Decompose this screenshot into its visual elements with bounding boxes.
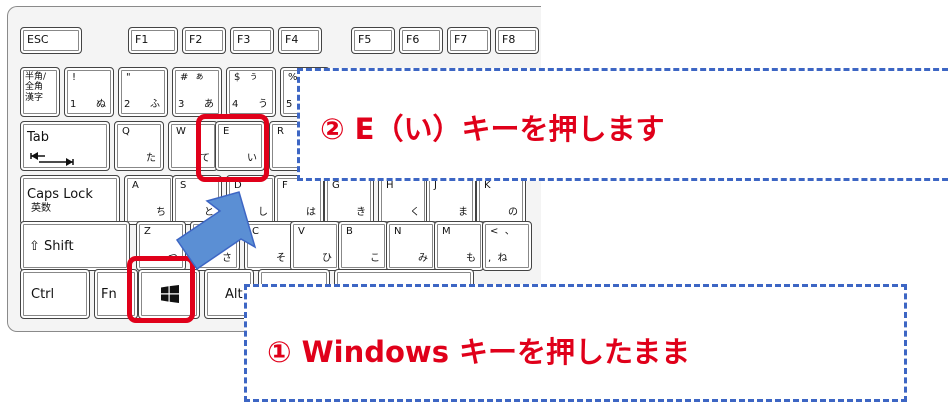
key-f4: F4: [278, 27, 322, 54]
key-windows: [138, 269, 200, 319]
windows-logo-icon: [161, 285, 179, 303]
tab-arrows-icon: [30, 152, 74, 166]
callout-step1-text: ① Windows キーを押したまま: [267, 335, 691, 369]
shift-arrow-icon: ⇧: [29, 239, 40, 254]
key-f7: F7: [447, 27, 491, 54]
key-f1: F1: [128, 27, 178, 54]
key-ctrl: Ctrl: [20, 269, 90, 319]
key-f6: F6: [399, 27, 443, 54]
callout-step1: ① Windows キーを押したまま: [244, 284, 907, 402]
key-f5: F5: [351, 27, 395, 54]
key-f2: F2: [182, 27, 226, 54]
callout-step2-text: ② E（い）キーを押します: [320, 112, 665, 146]
key-comma: < 、, ね: [482, 221, 532, 271]
key-esc: ESC: [20, 27, 82, 54]
key-shift: ⇧ Shift: [20, 221, 130, 271]
key-tab: Tab: [20, 121, 110, 171]
windows-key-highlight: [127, 256, 195, 323]
callout-step2: ② E（い）キーを押します: [297, 68, 948, 181]
key-hankaku: 半角/ 全角 漢字: [20, 67, 60, 117]
key-f8: F8: [495, 27, 539, 54]
e-key-highlight: [196, 114, 269, 182]
key-f3: F3: [230, 27, 274, 54]
